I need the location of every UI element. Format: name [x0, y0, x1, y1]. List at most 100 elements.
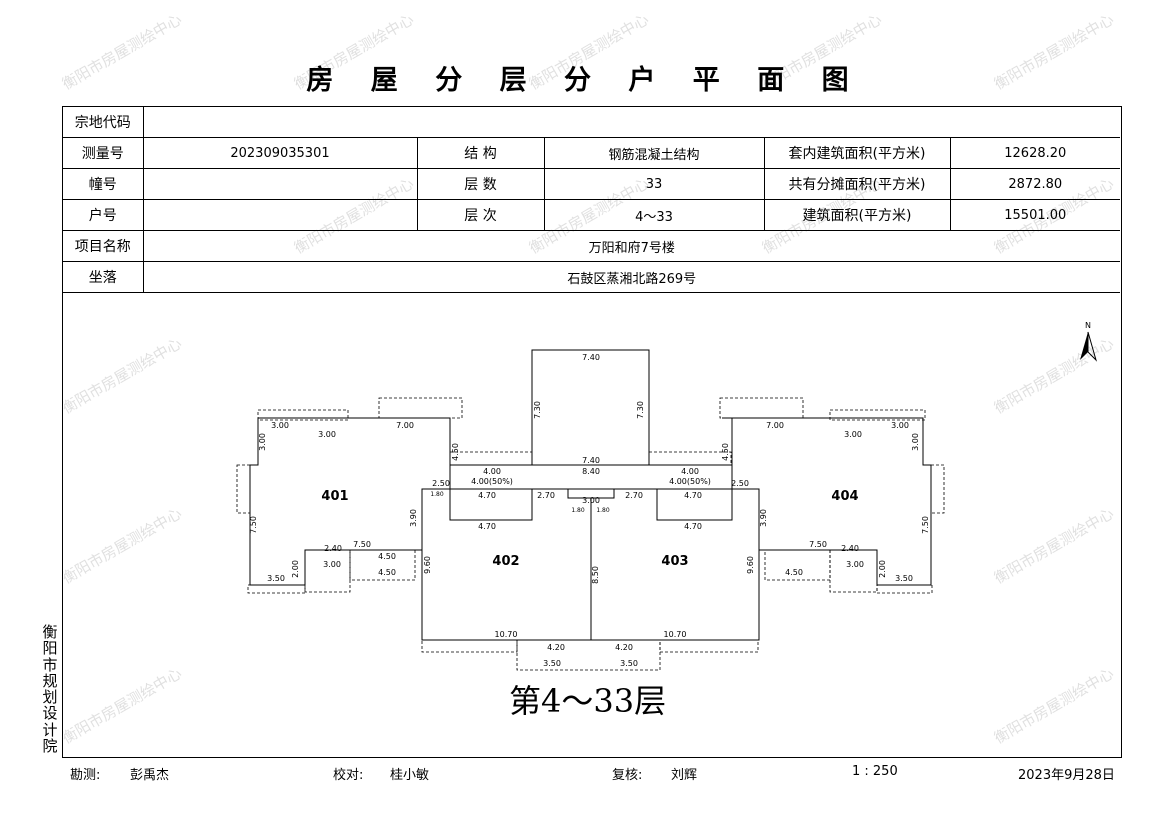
unit-402-outline	[421, 488, 592, 641]
building-label: 幢号	[63, 168, 144, 200]
project-value: 万阳和府7号楼	[142, 230, 1121, 262]
north-arrow-icon: N	[1080, 321, 1098, 362]
dim-250: 2.50	[432, 479, 450, 488]
dim-470: 4.70	[478, 522, 496, 531]
dim-core-side: 7.30	[636, 401, 645, 419]
struct-label: 结 构	[416, 137, 545, 169]
dim-300: 3.00	[582, 496, 600, 505]
zongdi-value	[142, 107, 1121, 138]
unit-403-outline	[591, 488, 760, 641]
dim-270: 2.70	[625, 491, 643, 500]
dim-180: 1.80	[430, 491, 444, 498]
scale: 1 : 250	[852, 764, 898, 779]
location-label: 坐落	[63, 261, 144, 293]
dim-470: 4.70	[684, 522, 702, 531]
svg-text:N: N	[1085, 321, 1091, 330]
dim-200: 2.00	[878, 560, 887, 578]
reviewer-label: 复核:	[612, 768, 643, 783]
unit-label: 户号	[63, 199, 144, 231]
dim-core-side: 7.30	[533, 401, 542, 419]
inner-area-label: 套内建筑面积(平方米)	[763, 137, 951, 169]
unit-401-label: 401	[321, 489, 348, 504]
dim-270: 2.70	[537, 491, 555, 500]
shared-area-value: 2872.80	[949, 168, 1121, 200]
dim-180: 1.80	[596, 507, 610, 514]
institute-vertical-text: 衡 阳 市 规 划 设 计 院	[42, 623, 58, 756]
dim-450: 4.50	[721, 443, 730, 461]
dim-960: 9.60	[423, 556, 432, 574]
dim-850: 8.50	[591, 566, 600, 584]
total-area-value: 15501.00	[949, 199, 1121, 231]
dim-core-top: 7.40	[582, 353, 600, 362]
dim-350: 3.50	[895, 574, 913, 583]
dim-350: 3.50	[267, 574, 285, 583]
dim-180: 1.80	[571, 507, 585, 514]
dim-300: 3.00	[271, 421, 289, 430]
dim-450: 4.50	[785, 568, 803, 577]
core-shaft	[531, 349, 650, 466]
dim-hall: 8.40	[582, 467, 600, 476]
dim-300: 3.00	[846, 560, 864, 569]
dim-350: 3.50	[620, 659, 638, 668]
dim-750: 7.50	[809, 540, 827, 549]
info-table: 宗地代码 测量号 202309035301 结 构 钢筋混凝土结构 套内建筑面积…	[63, 107, 1121, 293]
dim-420: 4.20	[615, 643, 633, 652]
dim-750: 7.50	[353, 540, 371, 549]
surveyor-name: 彭禹杰	[130, 768, 170, 783]
dim-470: 4.70	[684, 491, 702, 500]
unit-404-label: 404	[831, 489, 858, 504]
drawing-sheet: 宗地代码 测量号 202309035301 结 构 钢筋混凝土结构 套内建筑面积…	[62, 106, 1122, 758]
unit-403-label: 403	[661, 554, 688, 569]
dim-240: 2.40	[324, 544, 342, 553]
dim-450: 4.50	[451, 443, 460, 461]
floor-label: 第4～33层	[509, 682, 667, 720]
dim-1070: 10.70	[664, 630, 687, 639]
dim-shared-b: 4.00(50%)	[669, 477, 711, 486]
shared-area-label: 共有分摊面积(平方米)	[763, 168, 951, 200]
level-value: 4～33	[543, 199, 765, 231]
floor-plan: 7.40 7.40 8.40 7.30 7.30 4.00 4.00(50%) …	[236, 321, 1098, 671]
date: 2023年9月28日	[1018, 768, 1115, 783]
dim-960: 9.60	[746, 556, 755, 574]
dim-390: 3.90	[759, 509, 768, 527]
project-label: 项目名称	[63, 230, 144, 262]
floors-value: 33	[543, 168, 765, 200]
surveyor-label: 勘测:	[70, 768, 101, 783]
survey-value: 202309035301	[142, 137, 418, 169]
dim-300: 3.00	[911, 433, 920, 451]
unit-402-label: 402	[492, 554, 519, 569]
dim-200: 2.00	[291, 560, 300, 578]
dim-420: 4.20	[547, 643, 565, 652]
dim-shared-a: 4.00	[483, 467, 501, 476]
dim-300: 3.00	[891, 421, 909, 430]
dim-450: 4.50	[378, 568, 396, 577]
dim-core-bottom: 7.40	[582, 456, 600, 465]
dim-470: 4.70	[478, 491, 496, 500]
unit-value	[142, 199, 418, 231]
level-label: 层 次	[416, 199, 545, 231]
floors-label: 层 数	[416, 168, 545, 200]
inner-area-value: 12628.20	[949, 137, 1121, 169]
dim-300: 3.00	[844, 430, 862, 439]
dim-350: 3.50	[543, 659, 561, 668]
dim-shared-a: 4.00	[681, 467, 699, 476]
dim-300: 3.00	[258, 433, 267, 451]
location-value: 石鼓区蒸湘北路269号	[142, 261, 1121, 293]
checker-name: 桂小敏	[390, 768, 430, 783]
dim-750: 7.50	[249, 516, 258, 534]
reviewer-name: 刘辉	[671, 768, 698, 783]
dim-700: 7.00	[396, 421, 414, 430]
survey-label: 测量号	[63, 137, 144, 169]
dim-750: 7.50	[921, 516, 930, 534]
page-title: 房 屋 分 层 分 户 平 面 图	[306, 65, 863, 96]
dim-390: 3.90	[409, 509, 418, 527]
checker-label: 校对:	[333, 768, 364, 783]
dim-shared-b: 4.00(50%)	[471, 477, 513, 486]
dim-250: 2.50	[731, 479, 749, 488]
dim-240: 2.40	[841, 544, 859, 553]
dim-300: 3.00	[318, 430, 336, 439]
dim-700: 7.00	[766, 421, 784, 430]
struct-value: 钢筋混凝土结构	[543, 137, 765, 169]
dim-300: 3.00	[323, 560, 341, 569]
building-value	[142, 168, 418, 200]
